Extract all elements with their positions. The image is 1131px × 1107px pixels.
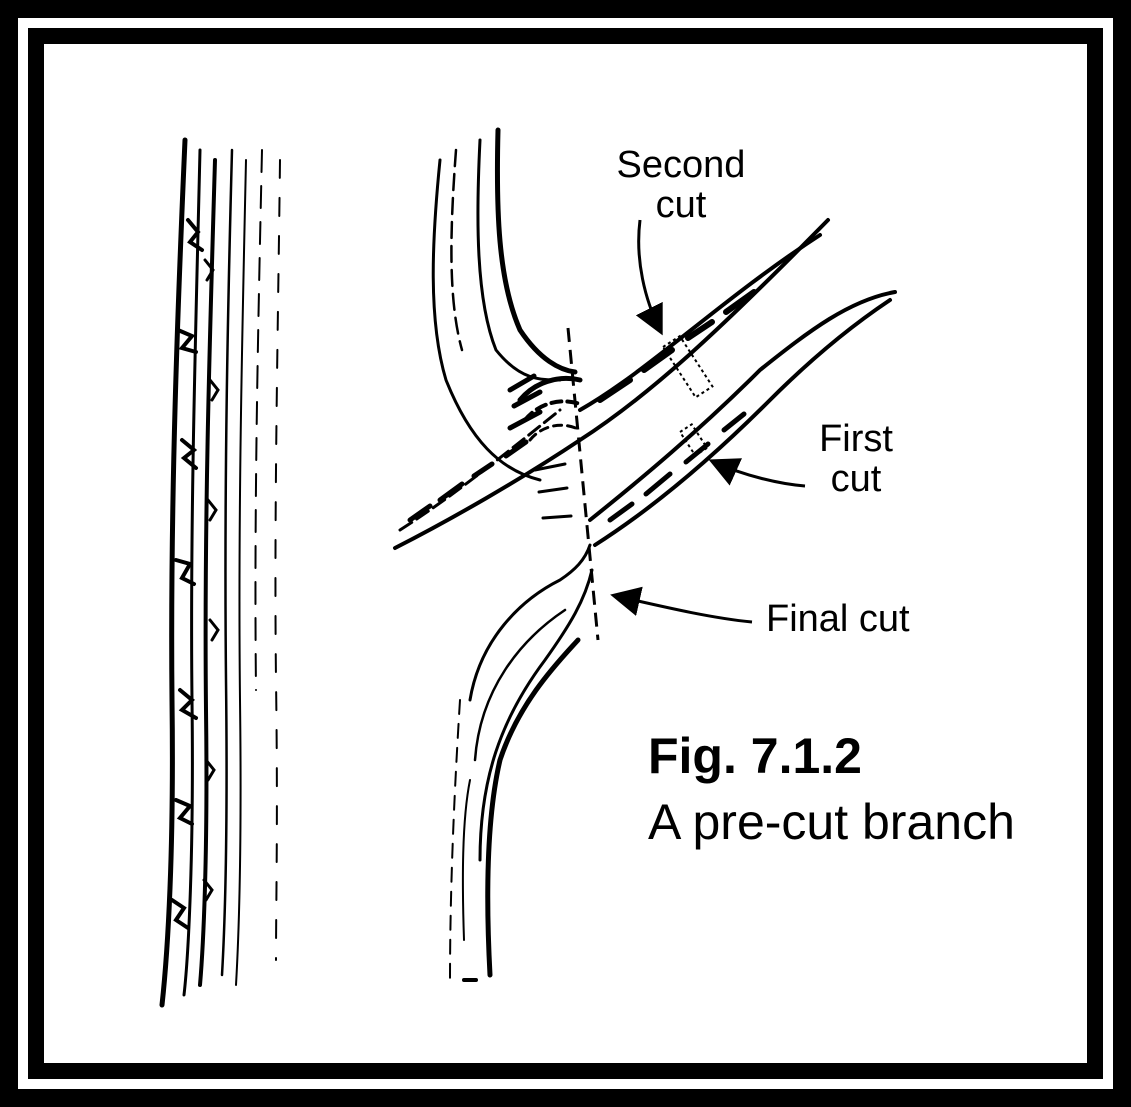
figure-number: Fig. 7.1.2: [648, 730, 862, 783]
figure-caption: A pre-cut branch: [648, 796, 1015, 849]
second-cut-label-line1: Second: [596, 146, 766, 186]
first-cut-label: First cut: [796, 420, 916, 500]
first-cut-label-line2: cut: [796, 460, 916, 500]
final-cut-arrow: [616, 596, 752, 622]
second-cut-arrow: [639, 220, 660, 330]
main-trunk: [395, 130, 895, 980]
left-trunk: [162, 140, 280, 1005]
first-cut-label-line1: First: [796, 420, 916, 460]
second-cut-label: Second cut: [596, 146, 766, 226]
first-cut-arrow: [714, 462, 805, 486]
final-cut-label: Final cut: [766, 600, 910, 640]
second-cut-label-line2: cut: [596, 186, 766, 226]
final-cut-line: [568, 328, 598, 640]
